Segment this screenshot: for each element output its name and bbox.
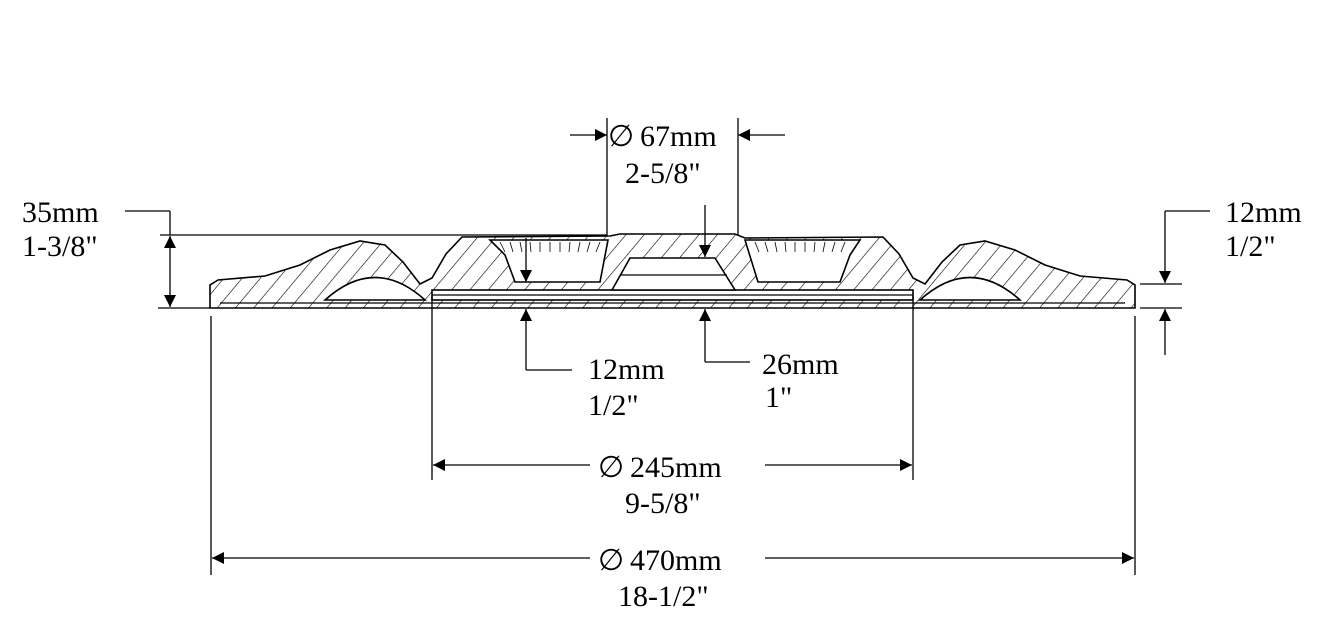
center-depth-imperial: 1" xyxy=(765,381,792,414)
inner-diameter-metric: 245mm xyxy=(630,451,722,484)
diameter-symbol: ∅ xyxy=(598,544,624,577)
dimension-overall-height: 35mm 1-3/8" xyxy=(22,196,607,309)
overall-height-imperial: 1-3/8" xyxy=(22,230,98,263)
outer-diameter-imperial: 18-1/2" xyxy=(618,580,709,613)
dimension-outer-diameter: ∅ 470mm 18-1/2" xyxy=(210,316,1136,613)
dimension-pocket-depth: 12mm 1/2" xyxy=(520,238,665,422)
diameter-symbol: ∅ xyxy=(608,120,634,153)
dimension-top-diameter: ∅ 67mm 2-5/8" xyxy=(570,118,785,236)
top-diameter-metric: 67mm xyxy=(640,120,717,153)
pocket-depth-metric: 12mm xyxy=(588,353,665,386)
top-diameter-imperial: 2-5/8" xyxy=(625,157,701,190)
overall-height-metric: 35mm xyxy=(22,196,99,229)
outer-diameter-metric: 470mm xyxy=(630,544,722,577)
rim-thickness-metric: 12mm xyxy=(1225,196,1302,229)
medallion-profile xyxy=(209,233,1136,309)
pocket-depth-imperial: 1/2" xyxy=(588,389,639,422)
dimension-rim-thickness: 12mm 1/2" xyxy=(1140,196,1302,355)
center-depth-metric: 26mm xyxy=(762,348,839,381)
dimension-center-depth: 26mm 1" xyxy=(699,205,839,414)
diameter-symbol: ∅ xyxy=(598,451,624,484)
rim-thickness-imperial: 1/2" xyxy=(1225,230,1276,263)
dimension-inner-diameter: ∅ 245mm 9-5/8" xyxy=(431,296,914,520)
inner-diameter-imperial: 9-5/8" xyxy=(625,487,701,520)
